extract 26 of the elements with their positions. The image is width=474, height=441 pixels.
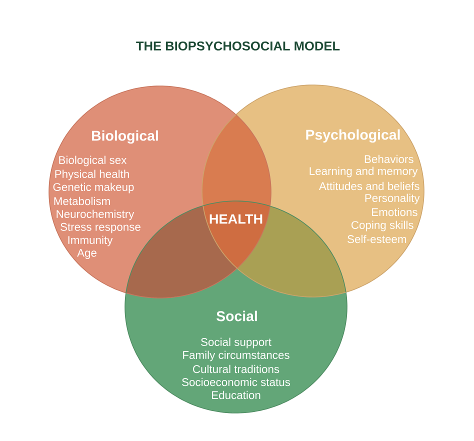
list-item: Neurochemistry [56, 210, 134, 220]
list-item: Physical health [55, 170, 129, 180]
category-heading: Biological [92, 130, 158, 144]
list-item: Stress response [60, 222, 140, 234]
list-item: Socioeconomic status [182, 378, 290, 386]
list-item: Learning and memory [310, 166, 418, 178]
list-item: Behaviors [364, 154, 414, 164]
title: THE BIOPSYCHOSOCIAL MODEL [136, 41, 340, 51]
center-label: HEALTH [210, 214, 262, 224]
list-item: Age [77, 248, 96, 259]
list-item: Education [212, 390, 260, 400]
category-heading: Psychological [306, 129, 400, 143]
list-item: Family circumstances [183, 350, 290, 362]
list-item: Attitudes and beliefs [318, 182, 420, 190]
list-item: Emotions [372, 208, 418, 216]
list-item: Self-esteem [348, 234, 406, 244]
list-item: Personality [365, 194, 420, 204]
list-item: Genetic makeup [53, 182, 134, 194]
category-heading: Social [216, 310, 257, 322]
list-item: Metabolism [54, 196, 110, 206]
list-item: Social support [201, 338, 272, 348]
overlap-region [202, 200, 270, 269]
list-item: Biological sex [59, 156, 127, 166]
list-item: Cultural traditions [193, 364, 280, 374]
list-item: Immunity [68, 236, 113, 246]
list-item: Coping skills [352, 220, 414, 232]
